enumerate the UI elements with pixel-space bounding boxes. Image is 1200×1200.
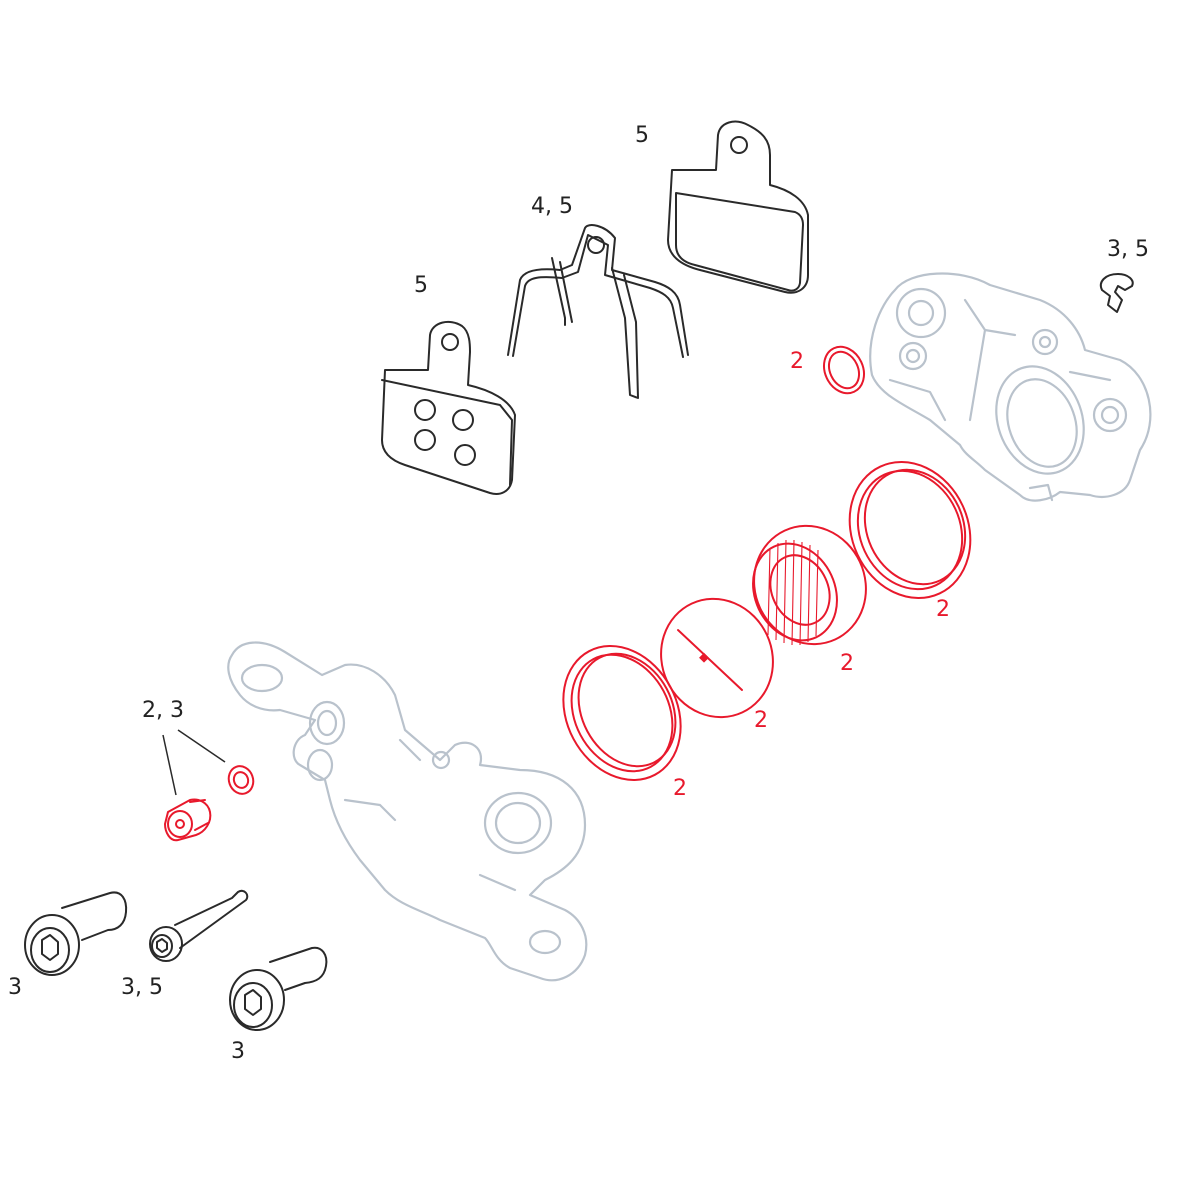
caliper-half-front	[227, 641, 588, 982]
piston-right	[752, 524, 867, 646]
mounting-bolt-bottom	[229, 946, 328, 1031]
label-seal-right: 2	[936, 597, 950, 622]
label-pad-front: 5	[414, 273, 428, 298]
bleed-screw	[164, 798, 212, 842]
brake-pad-rear	[667, 120, 809, 294]
label-piston-right: 2	[840, 651, 854, 676]
piston-left	[660, 597, 774, 719]
leader-line-bleed-screw	[162, 734, 177, 796]
caliper-half-rear	[869, 272, 1152, 502]
label-clip: 3, 5	[1107, 237, 1149, 262]
piston-seal-left	[562, 645, 682, 781]
label-spring: 4, 5	[531, 194, 573, 219]
pad-pin	[149, 889, 249, 962]
label-piston-left: 2	[754, 708, 768, 733]
retaining-clip	[1099, 273, 1134, 313]
piston-seal-right	[848, 460, 972, 600]
label-oring-small: 2	[790, 349, 804, 374]
mounting-bolt-left	[24, 891, 128, 976]
leader-line-bleed-washer	[177, 729, 226, 763]
label-bolt-left: 3	[8, 975, 22, 1000]
label-seal-left: 2	[673, 776, 687, 801]
label-bolt-bottom: 3	[231, 1039, 245, 1064]
bleed-washer	[227, 765, 255, 795]
label-bleed: 2, 3	[142, 698, 184, 723]
label-pin: 3, 5	[121, 975, 163, 1000]
brake-pad-front	[381, 320, 516, 495]
small-oring	[823, 345, 865, 395]
pad-spring	[507, 224, 689, 399]
label-pad-rear: 5	[635, 123, 649, 148]
